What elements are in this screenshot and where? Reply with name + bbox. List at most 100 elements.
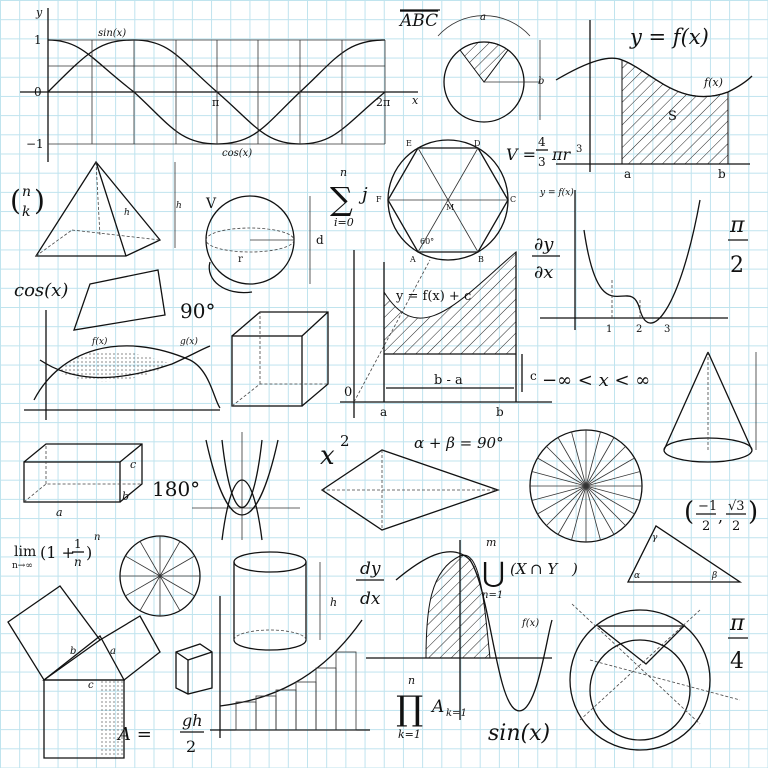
limit-n: n xyxy=(74,555,82,569)
limit-close: ) xyxy=(86,543,92,562)
cos-x: cos(x) xyxy=(14,280,68,301)
mid-a: a xyxy=(380,405,387,419)
spoke-line xyxy=(537,485,587,515)
union-m: m xyxy=(486,536,496,549)
f-of-x: f(x) xyxy=(91,336,108,347)
triangle-abg xyxy=(626,525,743,583)
spoke-line xyxy=(546,485,587,526)
prod-lower: k=1 xyxy=(398,728,421,741)
y-axis-label: y xyxy=(35,6,43,19)
deriv-dx: dx xyxy=(360,589,381,609)
cube xyxy=(231,311,329,407)
sphere xyxy=(205,195,311,294)
pythagoras-squares xyxy=(7,585,161,759)
coord-root3-den: 2 xyxy=(732,519,740,534)
partial-dy: ∂y xyxy=(534,234,554,255)
limit-body: (1 + xyxy=(40,543,75,562)
prod-k: k=1 xyxy=(446,708,467,719)
spoke-line xyxy=(159,575,195,597)
prod-symbol: ∏ xyxy=(396,689,423,729)
x-squared: x xyxy=(320,441,335,471)
spoke-line xyxy=(585,457,635,487)
fg-region-graph xyxy=(24,310,221,420)
sector-circle xyxy=(437,15,541,123)
riemann-graph xyxy=(210,596,370,738)
sum-lower: i=0 xyxy=(334,216,354,229)
pyramid-h: h xyxy=(176,201,182,211)
prism-c: c xyxy=(130,458,136,471)
limit-sub: n→∞ xyxy=(12,561,33,571)
spoke-line xyxy=(557,485,587,535)
area-under-curve xyxy=(555,20,753,172)
spoke-line xyxy=(585,431,601,487)
b-minus-a: b - a xyxy=(434,373,463,388)
coord-close: ) xyxy=(748,497,758,527)
union-sub: n=1 xyxy=(482,590,503,601)
shifted-fx: y = f(x) + c xyxy=(395,289,471,304)
spoke-line xyxy=(585,437,615,487)
area-b-label: b xyxy=(718,167,726,181)
tri-beta: β xyxy=(711,571,717,581)
cubic-x1: 1 xyxy=(606,324,612,335)
limit-exp: n xyxy=(94,532,100,543)
pi-over-2-den: 2 xyxy=(730,253,744,278)
coord-comma: , xyxy=(718,507,723,526)
tri-gamma: γ xyxy=(652,533,658,543)
pyramid xyxy=(34,160,176,257)
angle-90: 90° xyxy=(180,299,215,323)
hex-c: C xyxy=(510,195,516,204)
sine-label: sin(x) xyxy=(98,28,126,39)
g-of-x: g(x) xyxy=(180,336,198,347)
y-minus-one-label: −1 xyxy=(26,137,44,151)
x-squared-exp: 2 xyxy=(340,432,350,450)
spoke-line xyxy=(531,485,587,501)
coord-open: ( xyxy=(684,497,694,527)
two-pi-tick-label: 2π xyxy=(376,96,390,109)
sin-x: sin(x) xyxy=(488,721,550,746)
limit-lim: lim xyxy=(14,544,36,560)
rectangular-prism xyxy=(23,443,143,503)
wave-fx: f(x) xyxy=(521,618,539,629)
cubic-x2: 2 xyxy=(636,324,642,335)
prod-upper: n xyxy=(408,674,415,687)
spoke-line xyxy=(125,575,161,597)
quadrilateral xyxy=(73,269,166,331)
binomial-close-paren: ) xyxy=(34,184,45,217)
pyramid-hb: h xyxy=(124,208,130,218)
sum-sigma: ∑ xyxy=(330,180,353,218)
pi-over-2-num: π xyxy=(729,213,745,238)
sine-cosine-graph xyxy=(20,8,418,162)
spoke-line xyxy=(546,446,587,487)
angle-180: 180° xyxy=(152,477,200,501)
area-a-label: a xyxy=(624,167,631,181)
area-gh: gh xyxy=(182,711,203,730)
hex-f: F xyxy=(376,195,382,204)
spoke-line xyxy=(585,485,641,501)
py-a: a xyxy=(110,646,116,657)
spoke-line xyxy=(585,485,615,535)
sphere-d: d xyxy=(316,233,324,247)
cone xyxy=(663,351,757,463)
spoke-line xyxy=(125,555,161,577)
area-s-label: S xyxy=(668,109,677,124)
coord-root3-num: √3 xyxy=(728,499,745,514)
c-offset: c xyxy=(530,369,537,383)
cosine-label: cos(x) xyxy=(222,148,252,159)
y-one-label: 1 xyxy=(34,33,42,47)
binomial-n: n xyxy=(22,184,31,200)
py-b: b xyxy=(70,646,76,657)
spoke-line xyxy=(585,446,626,487)
spoke-line xyxy=(585,485,635,515)
prism-a: a xyxy=(56,506,63,519)
hex-b: B xyxy=(478,255,484,264)
y-zero-label: 0 xyxy=(34,85,42,99)
alpha-beta-eq: α + β = 90° xyxy=(414,434,504,452)
coord-neg-half-den: 2 xyxy=(702,519,710,534)
spoke-line xyxy=(159,575,181,611)
protractor-circle xyxy=(529,429,643,543)
tri-alpha: α xyxy=(634,571,640,581)
fx-curve-label: f(x) xyxy=(703,76,723,89)
spoke-line xyxy=(571,431,587,487)
hex-d: D xyxy=(474,139,480,148)
union-body: (X xyxy=(510,560,528,578)
